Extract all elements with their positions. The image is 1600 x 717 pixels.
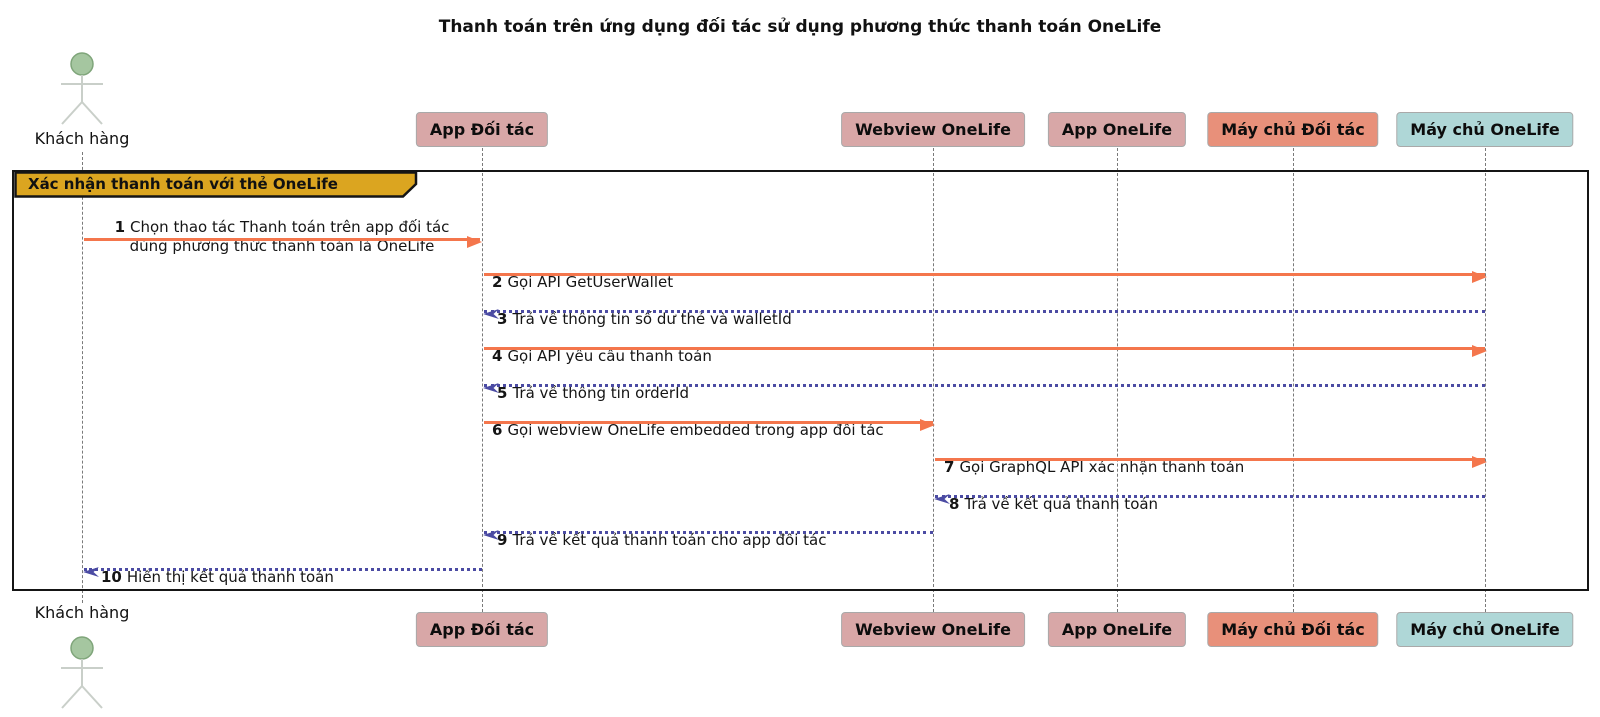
participant-app-onelife-bottom: App OneLife <box>1047 612 1187 647</box>
participant-app-onelife-top: App OneLife <box>1047 112 1187 147</box>
arrowhead-right-icon <box>1472 271 1487 283</box>
lifeline-app-onelife <box>1117 148 1118 612</box>
arrowhead-right-icon <box>1472 456 1487 468</box>
stick-figure-icon <box>61 636 103 709</box>
lifeline-webview-onelife <box>933 148 934 612</box>
arrowhead-right-icon <box>920 419 935 431</box>
lifeline-khach-hang <box>82 152 83 603</box>
stick-figure-icon <box>61 52 103 125</box>
message-6-arrow <box>484 419 935 431</box>
arrowhead-right-icon <box>467 236 482 248</box>
arrowhead-left-icon <box>483 530 499 540</box>
participant-may-chu-onelife-bottom: Máy chủ OneLife <box>1396 612 1574 647</box>
participant-app-doi-tac-top: App Đối tác <box>415 112 549 147</box>
message-1-arrow <box>84 236 482 248</box>
group-frame-label-text: Xác nhận thanh toán với thẻ OneLife <box>28 175 338 193</box>
participant-webview-onelife-bottom: Webview OneLife <box>841 612 1025 647</box>
arrowhead-left-icon <box>83 567 99 577</box>
arrowhead-left-icon <box>934 494 950 504</box>
actor-khach-hang-label-bottom: Khách hàng <box>34 603 130 622</box>
message-7-arrow <box>935 456 1487 468</box>
message-9-arrow <box>483 530 933 540</box>
message-4-arrow <box>484 345 1487 357</box>
arrowhead-left-icon <box>483 309 499 319</box>
participant-may-chu-doi-tac-bottom: Máy chủ Đối tác <box>1207 612 1379 647</box>
message-2-arrow <box>484 271 1487 283</box>
participant-may-chu-doi-tac-top: Máy chủ Đối tác <box>1207 112 1379 147</box>
group-frame-label: Xác nhận thanh toán với thẻ OneLife <box>14 171 418 198</box>
message-8-arrow <box>934 494 1485 504</box>
participant-webview-onelife-top: Webview OneLife <box>841 112 1025 147</box>
lifeline-may-chu-onelife <box>1485 148 1486 612</box>
message-3-arrow <box>483 309 1485 319</box>
actor-khach-hang-label-top: Khách hàng <box>34 129 130 148</box>
participant-may-chu-onelife-top: Máy chủ OneLife <box>1396 112 1574 147</box>
arrowhead-left-icon <box>483 383 499 393</box>
participant-app-doi-tac-bottom: App Đối tác <box>415 612 549 647</box>
diagram-title: Thanh toán trên ứng dụng đối tác sử dụng… <box>438 17 1162 37</box>
group-frame-label-tab <box>14 171 418 198</box>
lifeline-may-chu-doi-tac <box>1293 148 1294 612</box>
arrowhead-right-icon <box>1472 345 1487 357</box>
lifeline-app-doi-tac <box>482 148 483 612</box>
message-5-arrow <box>483 383 1485 393</box>
message-10-arrow <box>83 567 482 577</box>
group-frame <box>12 170 1589 591</box>
